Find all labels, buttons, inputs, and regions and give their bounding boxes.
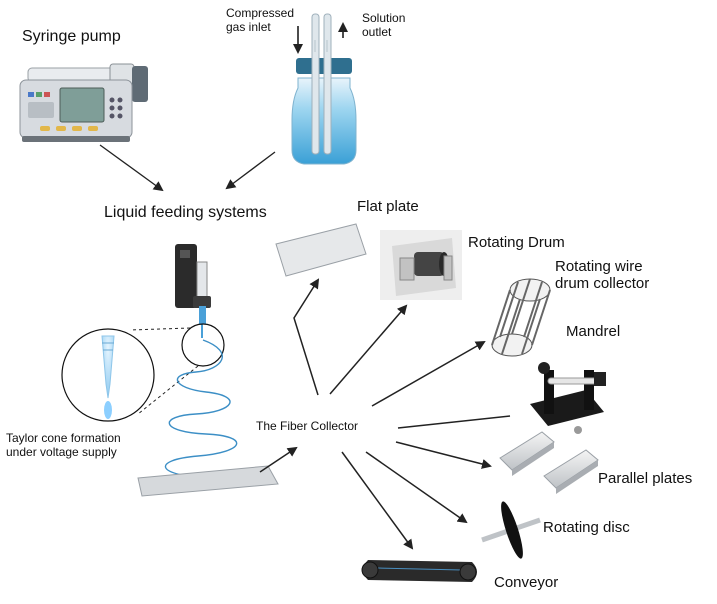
arrow-to-flat-plate bbox=[293, 278, 320, 396]
arrow-to-conveyor bbox=[341, 451, 414, 550]
solution-bottle-icon bbox=[291, 13, 357, 165]
arrow-to-wire-drum bbox=[371, 341, 486, 407]
pump-to-feeding-arrow bbox=[99, 144, 164, 192]
plate-to-collector-arrow bbox=[259, 446, 298, 473]
syringe-pump-label: Syringe pump bbox=[22, 28, 121, 45]
parallel-plates-label: Parallel plates bbox=[598, 470, 693, 487]
liquid-feeding-systems-label: Liquid feeding systems bbox=[104, 204, 267, 221]
rotating-disc-icon bbox=[481, 501, 541, 559]
fiber-collector-label: The Fiber Collector bbox=[256, 419, 359, 433]
conveyor-label: Conveyor bbox=[494, 574, 559, 591]
rotating-drum-label: Rotating Drum bbox=[468, 234, 565, 251]
parallel-plates-icon bbox=[499, 431, 599, 494]
syringe-pump-icon bbox=[19, 63, 148, 142]
solution-outlet-label: Solution outlet bbox=[362, 11, 406, 39]
rotating-wire-drum-collector-label: Rotating wire drum collector bbox=[555, 258, 650, 293]
rotating-disc-label: Rotating disc bbox=[543, 519, 630, 536]
flat-plate-label: Flat plate bbox=[357, 198, 419, 215]
electrospinning-setup-icon bbox=[61, 244, 279, 497]
arrow-to-parallel-plates bbox=[395, 441, 492, 469]
rotating-drum-icon bbox=[380, 230, 462, 300]
collector-arrows bbox=[293, 278, 511, 550]
bottle-to-feeding-arrow bbox=[225, 151, 276, 190]
arrow-to-rotating-disc bbox=[365, 451, 468, 524]
flat-plate-icon bbox=[275, 223, 367, 277]
arrow-to-rotating-drum bbox=[329, 304, 408, 395]
conveyor-icon bbox=[361, 560, 477, 582]
mandrel-icon bbox=[530, 362, 606, 434]
mandrel-label: Mandrel bbox=[566, 323, 621, 340]
taylor-cone-label: Taylor cone formation under voltage supp… bbox=[6, 431, 121, 459]
compressed-gas-inlet-label: Compressed gas inlet bbox=[226, 6, 295, 34]
wire-drum-collector-icon bbox=[491, 278, 551, 357]
arrow-to-mandrel bbox=[397, 415, 511, 429]
